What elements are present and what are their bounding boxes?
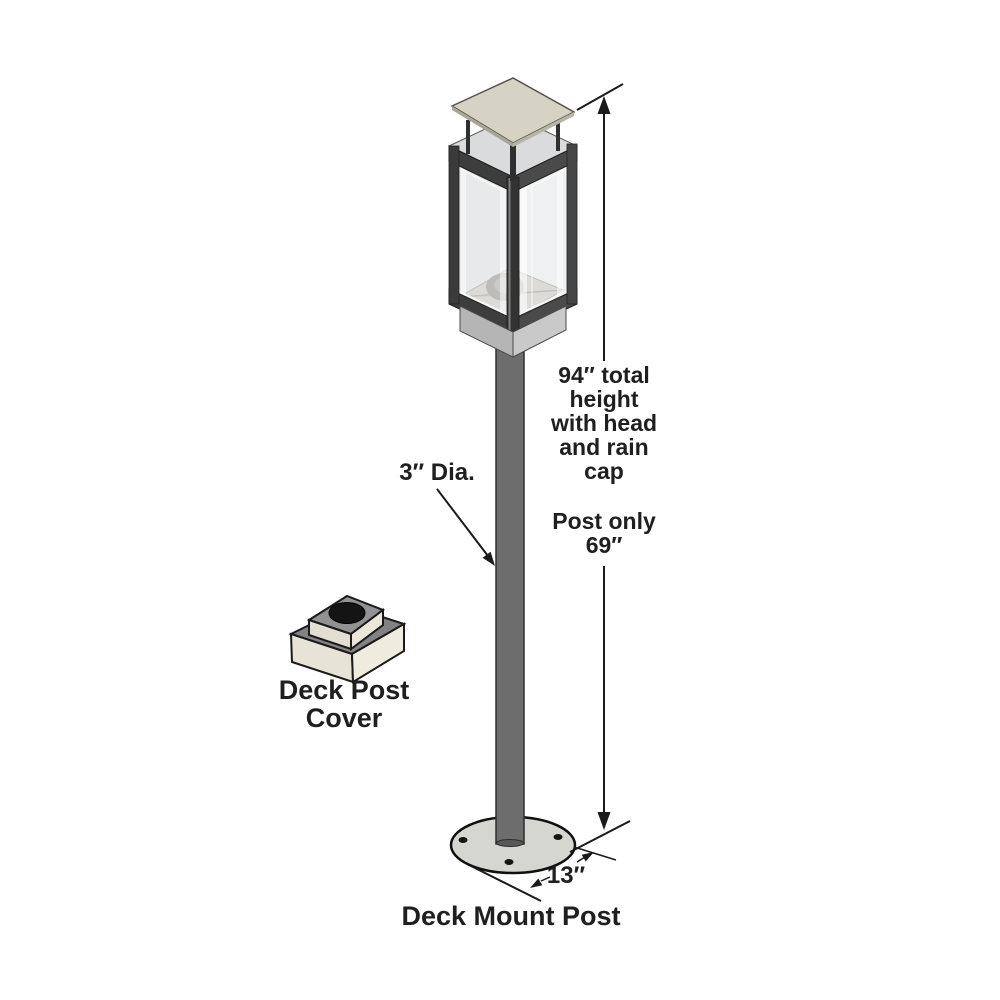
bolt-hole-right: [553, 834, 563, 840]
cover-label-line-2: Cover: [306, 703, 383, 733]
pole-callout-line: [436, 488, 489, 557]
total-height-line-2: height: [570, 386, 639, 412]
rain-cap-underside-right: [513, 112, 574, 147]
dimension-plate-diameter: [470, 846, 617, 902]
annotations: 94″ total height with head and rain cap …: [279, 362, 657, 931]
corner-post-right: [566, 143, 578, 305]
bolt-hole-front: [504, 859, 514, 865]
total-height-line-4: and rain: [559, 434, 648, 460]
cover-center-hole: [328, 602, 366, 624]
total-height-line-1: 94″ total: [558, 362, 650, 388]
arrow-tail-downleft: [540, 876, 551, 882]
glass-top-edge-right: [512, 163, 578, 196]
pole-diameter-label: 3″ Dia.: [399, 459, 475, 486]
pole-shaft: [495, 337, 525, 845]
glass-bottom-edge-right: [512, 286, 578, 318]
fitter-face-right: [512, 305, 567, 358]
dimension-total-height: [569, 83, 631, 853]
corner-post-left: [448, 145, 460, 305]
arrowhead-up-icon: [597, 96, 611, 114]
post-only-line-1: Post only: [552, 508, 656, 534]
corner-post-front-highlight: [508, 178, 511, 333]
product-label: Deck Mount Post: [401, 901, 620, 931]
dimension-pole-diameter: [436, 488, 495, 566]
arrowhead-upright-icon: [581, 852, 594, 862]
cap-post-right: [556, 117, 560, 151]
arrowhead-downright-icon: [482, 551, 495, 566]
bolt-hole-left: [458, 837, 468, 843]
post-pole: [495, 337, 525, 847]
glass-bottom-edge-left: [448, 286, 514, 318]
glass-top-edge-left: [448, 163, 514, 196]
cover-lower-side-right: [350, 622, 405, 684]
arrowhead-down-icon: [597, 812, 611, 830]
plate-extension-line-left: [470, 865, 542, 902]
glass-highlight-3: [520, 180, 527, 321]
plate-extension-line-right: [573, 846, 617, 861]
total-height-line-5: cap: [584, 458, 624, 484]
cover-label-line-1: Deck Post: [279, 675, 410, 705]
post-only-line-2: 69″: [586, 532, 623, 558]
lamp-head: [447, 77, 579, 358]
glass-highlight-4: [557, 162, 563, 302]
glass-highlight-1: [461, 162, 466, 301]
arrow-tail-upright: [576, 856, 586, 863]
extension-slash-top: [576, 83, 624, 111]
base-diameter-label: 13″: [547, 862, 586, 889]
cap-post-left: [466, 120, 470, 154]
rain-cap-top: [450, 77, 576, 144]
arrowhead-downleft-icon: [530, 878, 543, 888]
extension-slash-bottom: [569, 820, 631, 853]
total-height-line-3: with head: [550, 410, 657, 436]
rain-cap-underside-left: [452, 106, 513, 147]
cap-post-front: [510, 143, 516, 181]
glass-highlight-2: [500, 181, 506, 321]
cover-upper-side-right: [350, 608, 384, 651]
deck-post-cover: [288, 594, 407, 684]
pole-bottom-cap: [496, 839, 524, 847]
